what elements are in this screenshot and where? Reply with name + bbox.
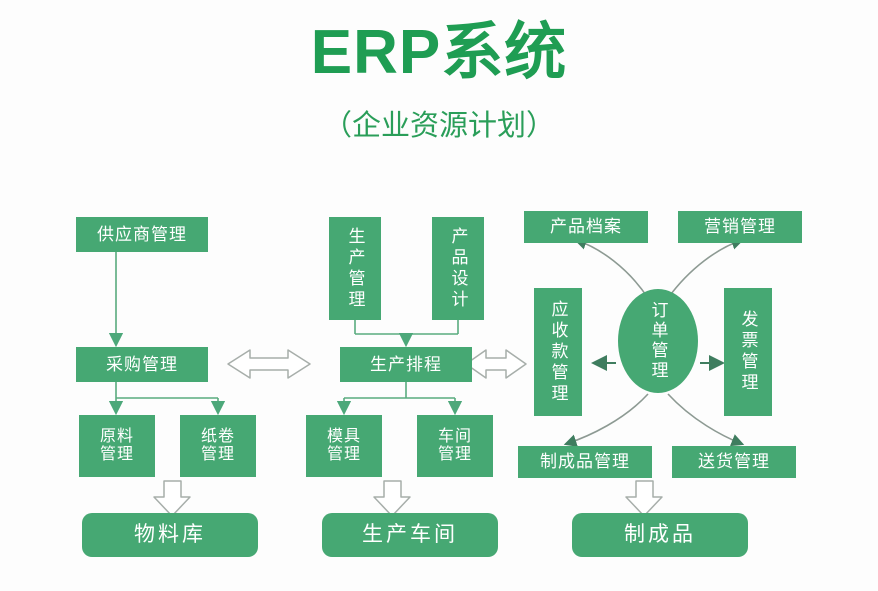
node-product-archive[interactable]: 产品档案: [524, 211, 648, 243]
node-material-warehouse[interactable]: 物料库: [82, 513, 258, 557]
hollow-double-arrow-scheduling-receivables: [465, 349, 527, 379]
node-finished-goods[interactable]: 制成品: [572, 513, 748, 557]
node-product-design[interactable]: 产品设计: [432, 217, 484, 320]
node-raw-material-management[interactable]: 原料 管理: [79, 415, 155, 477]
node-production-workshop[interactable]: 生产车间: [322, 513, 498, 557]
node-finished-goods-management[interactable]: 制成品管理: [518, 446, 652, 478]
node-paper-roll-management[interactable]: 纸卷 管理: [180, 415, 256, 477]
node-production-scheduling[interactable]: 生产排程: [340, 347, 472, 382]
hollow-arrow-to-production-workshop: [373, 480, 411, 517]
node-delivery-management[interactable]: 送货管理: [672, 446, 796, 478]
node-procurement-management[interactable]: 采购管理: [76, 347, 208, 382]
node-marketing-management[interactable]: 营销管理: [678, 211, 802, 243]
hollow-double-arrow-procurement-scheduling: [227, 349, 311, 379]
page-subtitle: （企业资源计划）: [322, 110, 555, 142]
page-title: ERP系统: [310, 18, 568, 87]
node-production-management[interactable]: 生产管理: [329, 217, 381, 320]
hollow-arrow-to-warehouse: [153, 480, 191, 517]
node-order-management[interactable]: 订单管理: [618, 289, 698, 393]
node-receivables-management[interactable]: 应收款管理: [534, 288, 582, 416]
hollow-arrow-to-finished-goods: [625, 480, 663, 517]
node-mold-management[interactable]: 模具 管理: [306, 415, 382, 477]
node-invoice-management[interactable]: 发票管理: [724, 288, 772, 416]
node-workshop-management[interactable]: 车间 管理: [417, 415, 493, 477]
node-supplier-management[interactable]: 供应商管理: [76, 217, 208, 252]
curve-order-to-product-archive: [573, 237, 649, 299]
